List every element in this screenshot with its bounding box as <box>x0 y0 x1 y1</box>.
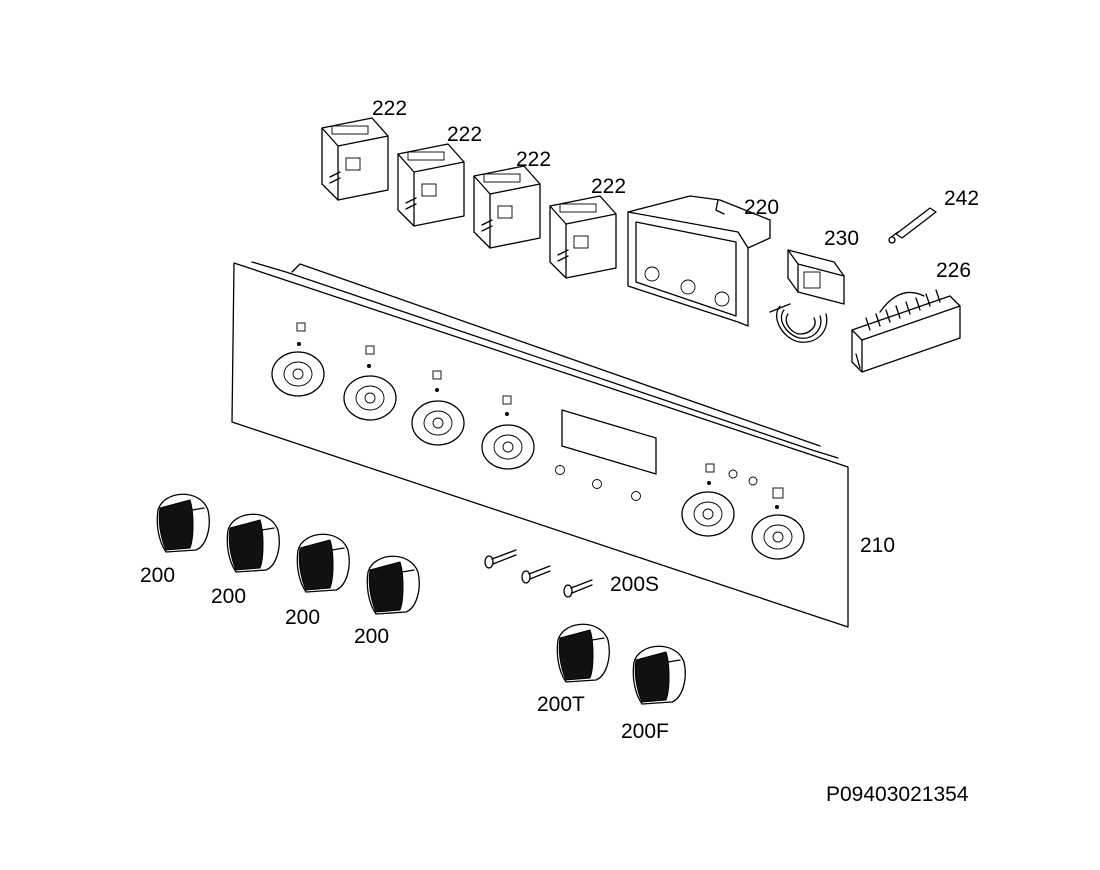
label-switch-222-c: 222 <box>516 148 552 171</box>
label-knob-200t: 200T <box>537 693 585 716</box>
energy-regulator-222-d <box>549 195 617 279</box>
label-knob-200-c: 200 <box>285 606 321 629</box>
selector-switch-226 <box>851 289 961 373</box>
thermostat-230 <box>769 249 845 343</box>
control-panel-210 <box>231 261 849 628</box>
label-knob-200-b: 200 <box>211 585 247 608</box>
timer-housing-220 <box>627 195 771 327</box>
knob-200-d <box>366 555 420 615</box>
knob-200-b <box>226 513 280 573</box>
label-thermostat-230: 230 <box>824 227 860 250</box>
label-selector-switch-226: 226 <box>936 259 972 282</box>
label-knob-200-d: 200 <box>354 625 390 648</box>
label-knob-200-a: 200 <box>140 564 176 587</box>
energy-regulator-222-b <box>397 143 465 227</box>
label-switch-222-d: 222 <box>591 175 627 198</box>
label-screws-200s: 200S <box>610 573 660 596</box>
screws-200s <box>484 549 593 598</box>
label-indicator-242: 242 <box>944 187 980 210</box>
label-timer-housing-220: 220 <box>744 196 780 219</box>
knob-200-a <box>156 493 210 553</box>
label-switch-222-b: 222 <box>447 123 483 146</box>
label-control-panel-210: 210 <box>860 534 896 557</box>
knob-200-c <box>296 533 350 593</box>
knob-200f <box>632 645 686 705</box>
energy-regulator-222-a <box>321 117 389 201</box>
label-knob-200f: 200F <box>621 720 669 743</box>
label-switch-222-a: 222 <box>372 97 408 120</box>
indicator-242 <box>888 207 937 244</box>
drawing-code: P09403021354 <box>826 783 969 806</box>
energy-regulator-222-c <box>473 165 541 249</box>
knob-200t <box>556 623 610 683</box>
